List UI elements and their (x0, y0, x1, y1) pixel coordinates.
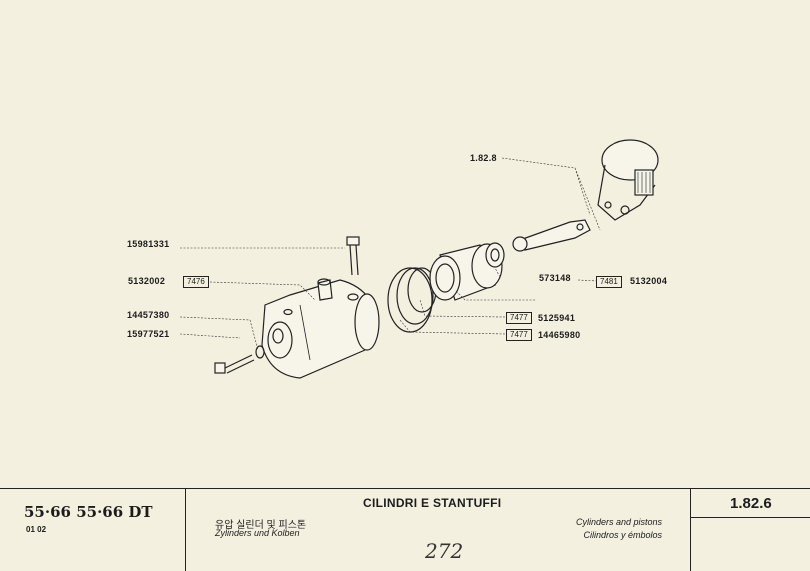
section-number: 1.82.6 (730, 495, 772, 512)
bolt-drawing (346, 236, 360, 276)
piston-rings-drawing (387, 267, 437, 333)
divider (185, 489, 186, 571)
exploded-parts-drawing (179, 139, 659, 379)
section-rule (691, 517, 810, 518)
callout-15981331: 15981331 (127, 239, 170, 249)
callout-573148: 573148 (539, 273, 571, 283)
title-korean: 유압 실린더 및 피스톤 (215, 520, 307, 531)
model-number: 55·66 55·66 DT (24, 503, 153, 521)
divider (690, 489, 691, 571)
pin-drawing (485, 242, 505, 268)
title-english: Cylinders and pistons (575, 517, 662, 527)
variant-codes: 01 02 (26, 525, 47, 534)
title-italian: CILINDRI E STANTUFFI (363, 496, 502, 510)
title-block: 55·66 55·66 DT 01 02 CILINDRI E STANTUFF… (0, 488, 810, 571)
cylinder-body-drawing (261, 278, 380, 379)
callout-5132004: 5132004 (630, 276, 668, 286)
group-box-7477-b: 7477 (506, 329, 532, 341)
group-box-7477-a: 7477 (506, 312, 532, 324)
small-bolt-drawing (214, 345, 265, 374)
title-spanish: Cilindros y émbolos (583, 530, 662, 540)
callout-14465980: 14465980 (538, 330, 581, 340)
handwritten-page-number: 272 (425, 539, 464, 563)
callout-15977521: 15977521 (127, 329, 170, 339)
title-german: Zylinders und Kolben (215, 528, 300, 538)
callout-5132002: 5132002 (128, 276, 166, 286)
leader-lines (179, 157, 601, 351)
piston-drawing (429, 243, 503, 301)
connecting-rod-drawing (512, 219, 591, 252)
group-box-7481: 7481 (596, 276, 622, 288)
lever-arm-drawing (597, 139, 659, 221)
callout-14457380: 14457380 (127, 310, 170, 320)
group-box-7476: 7476 (183, 276, 209, 288)
callout-1-82-8: 1.82.8 (470, 153, 497, 163)
callout-5125941: 5125941 (538, 313, 576, 323)
